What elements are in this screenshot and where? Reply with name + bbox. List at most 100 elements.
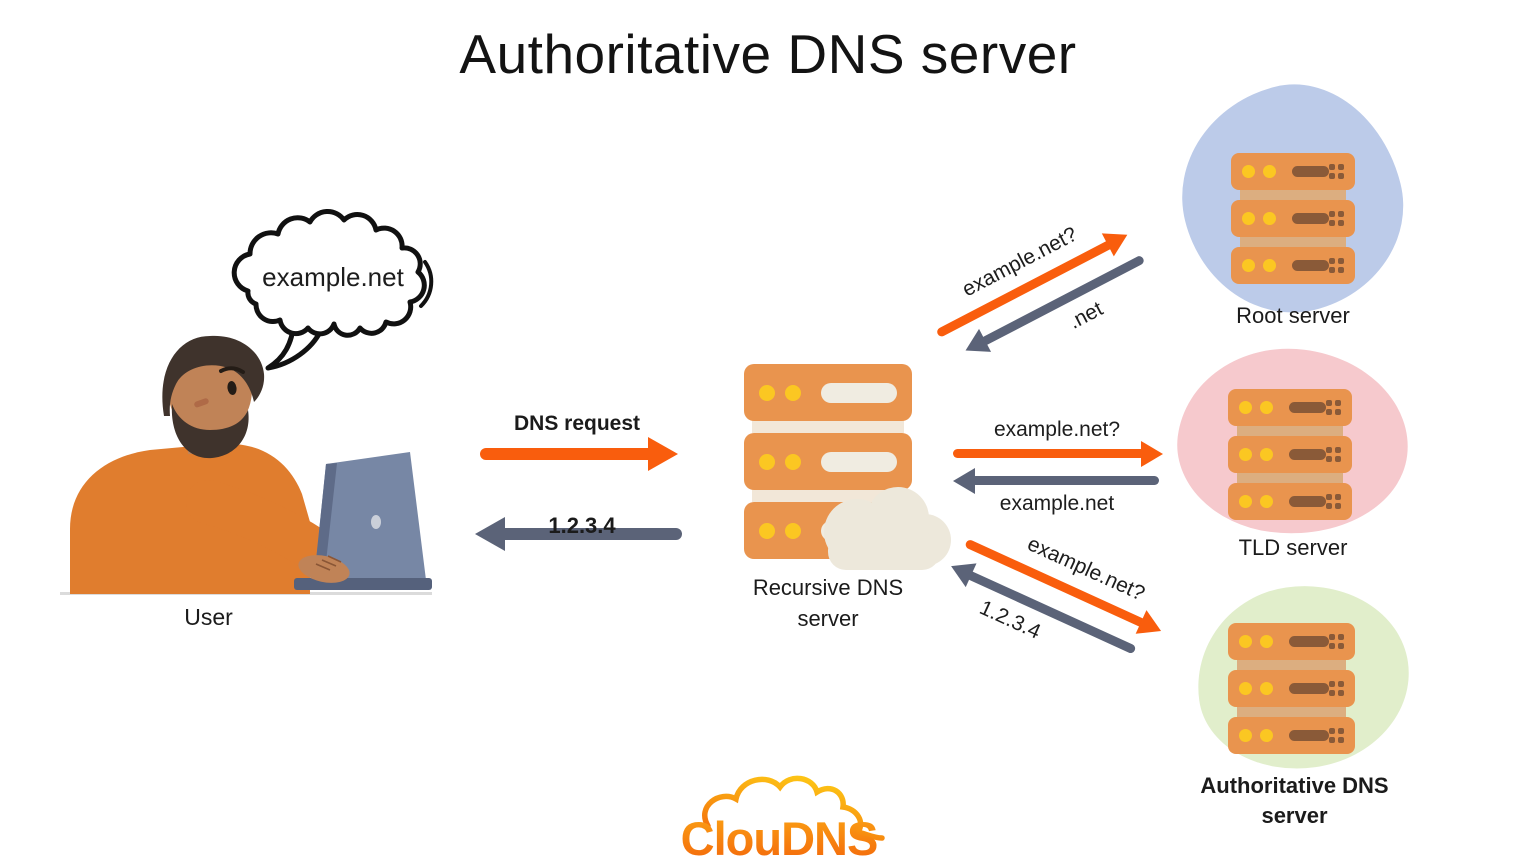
- server-unit: [1231, 247, 1355, 284]
- tld-query-label: example.net?: [993, 418, 1121, 441]
- tld-server-label: TLD server: [1238, 535, 1348, 560]
- drive-bar: [1289, 636, 1329, 647]
- drive-bar: [1292, 260, 1329, 271]
- page-title: Authoritative DNS server: [459, 23, 1077, 85]
- root-server-icon: [1231, 153, 1355, 284]
- drive-bar: [1289, 683, 1329, 694]
- rack-connector: [1236, 707, 1347, 717]
- led-icon: [759, 522, 775, 539]
- laptop-icon: [314, 452, 426, 580]
- laptop-edge: [314, 463, 337, 580]
- recursive-server-label-line2: server: [797, 606, 859, 631]
- server-unit: [744, 433, 912, 490]
- led-icon: [1260, 635, 1273, 648]
- logo-cloud-icon: [702, 775, 885, 841]
- vents-icon: [1329, 211, 1344, 226]
- dns-response-arrow: [475, 517, 682, 551]
- user-label: User: [184, 604, 233, 630]
- led-icon: [785, 384, 801, 401]
- sweater-arm: [186, 480, 348, 580]
- rack-connector: [752, 421, 904, 433]
- led-icon: [759, 384, 775, 401]
- resolved-ip-label: 1.2.3.4: [548, 513, 616, 538]
- eyebrow: [219, 366, 245, 374]
- vents-icon: [1326, 494, 1341, 509]
- led-icon: [1260, 401, 1273, 414]
- rack-connector: [1239, 237, 1347, 247]
- speech-bubble-accent: [419, 260, 434, 308]
- drive-slot: [821, 382, 897, 403]
- server-unit: [1228, 389, 1352, 426]
- drive-bar: [1289, 449, 1326, 460]
- vents-icon: [1329, 681, 1344, 696]
- led-icon: [1260, 729, 1273, 742]
- tld-query-arrow: [953, 440, 1163, 467]
- server-unit: [1231, 153, 1355, 190]
- laptop-logo-dot: [371, 515, 381, 529]
- tld-response-label: example.net: [999, 492, 1115, 515]
- root-server-label: Root server: [1236, 303, 1350, 328]
- led-icon: [1263, 259, 1276, 272]
- drive-slot: [821, 451, 897, 472]
- server-unit: [1231, 200, 1355, 237]
- led-icon: [1263, 212, 1276, 225]
- rack-connector: [1239, 190, 1347, 200]
- sweater-torso: [70, 443, 310, 594]
- cloud-icon: [824, 487, 951, 570]
- blush: [194, 398, 209, 408]
- drive-bar: [1289, 496, 1326, 507]
- vents-icon: [1326, 400, 1341, 415]
- led-icon: [1260, 448, 1273, 461]
- drive-bar: [1292, 166, 1329, 177]
- vents-icon: [1329, 164, 1344, 179]
- authoritative-server-label-line2: server: [1261, 803, 1328, 828]
- tld-response-arrow: [953, 467, 1159, 494]
- authoritative-server-icon: [1228, 623, 1355, 754]
- user-illustration: [60, 335, 432, 595]
- vents-icon: [1329, 258, 1344, 273]
- drive-bar: [1289, 402, 1326, 413]
- led-icon: [1239, 401, 1252, 414]
- authoritative-server-label: Authoritative DNS server: [1172, 771, 1417, 831]
- tld-exchange-flow: example.net? example.net: [950, 418, 1164, 516]
- led-icon: [1263, 165, 1276, 178]
- arrow-shaft: [953, 449, 1145, 458]
- led-icon: [1260, 682, 1273, 695]
- logo-text: ClouDNS: [681, 812, 878, 864]
- arrow-head: [953, 467, 975, 494]
- server-unit: [1228, 623, 1355, 660]
- dns-request-label: DNS request: [513, 412, 641, 435]
- led-icon: [785, 522, 801, 539]
- auth-exchange-flow: example.net? 1.2.3.4: [931, 505, 1183, 693]
- rack-connector: [1236, 426, 1344, 436]
- vents-icon: [1329, 634, 1344, 649]
- speech-bubble-tail: [265, 319, 323, 371]
- vents-icon: [1326, 447, 1341, 462]
- rack-connector: [1236, 473, 1344, 483]
- led-icon: [1260, 495, 1273, 508]
- server-unit: [744, 364, 912, 421]
- recursive-dns-server-icon: [744, 364, 912, 559]
- server-unit: [1228, 670, 1355, 707]
- speech-bubble-cloud: [231, 208, 427, 338]
- arrow-head: [475, 517, 505, 551]
- recursive-server-label: Recursive DNS server: [728, 572, 928, 634]
- rack-connector: [752, 490, 904, 502]
- arrow-shaft: [971, 476, 1159, 485]
- led-icon: [1239, 729, 1252, 742]
- arrow-head: [1141, 440, 1163, 467]
- arrow-head: [648, 437, 678, 471]
- speech-bubble: example.net: [231, 208, 434, 371]
- dns-request-arrow: [480, 437, 678, 471]
- led-icon: [1242, 259, 1255, 272]
- speech-text: example.net: [262, 262, 404, 292]
- drive-bar: [1292, 213, 1329, 224]
- led-icon: [1242, 165, 1255, 178]
- led-icon: [1239, 635, 1252, 648]
- root-exchange-flow: example.net? .net: [912, 198, 1165, 396]
- clouddns-logo: ClouDNS: [681, 775, 885, 864]
- led-icon: [1239, 682, 1252, 695]
- recursive-server-label-line1: Recursive DNS: [752, 575, 904, 600]
- hand: [298, 555, 350, 583]
